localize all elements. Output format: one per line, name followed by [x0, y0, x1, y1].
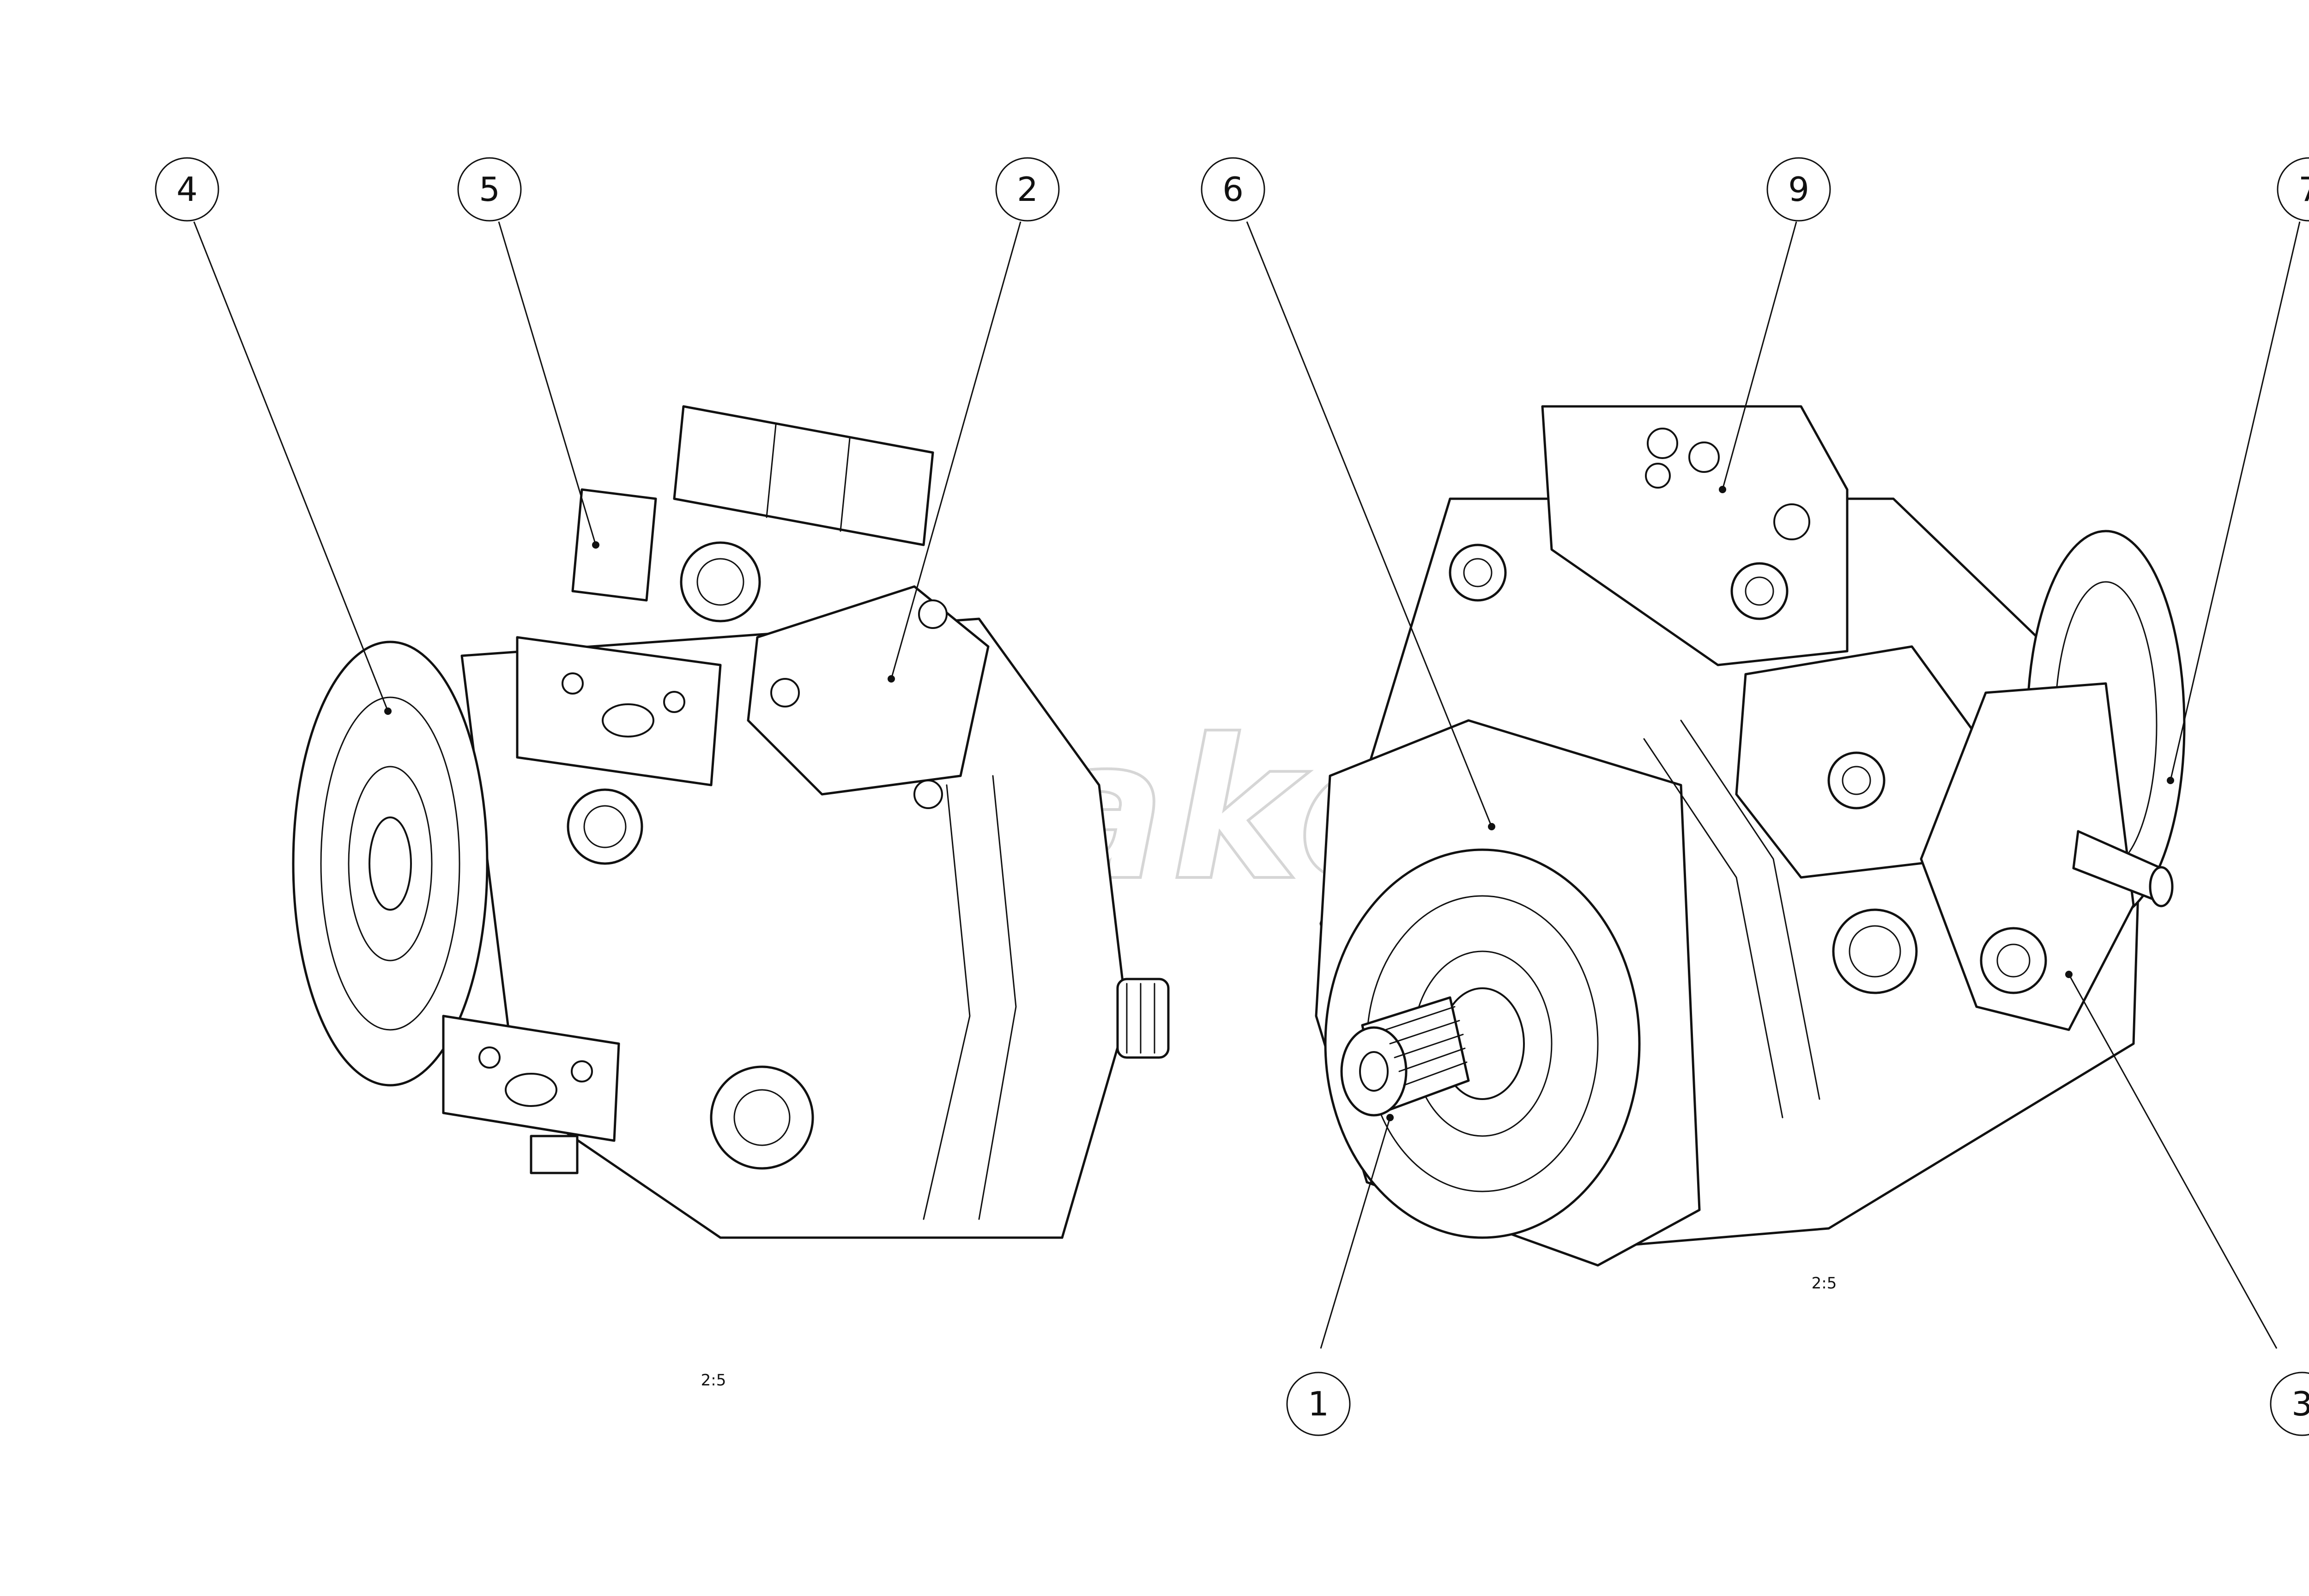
callout-4-label: 4	[176, 170, 198, 209]
scale-label-left: 2:5	[701, 1371, 726, 1390]
callout-7: 7	[2277, 157, 2309, 222]
callout-3-label: 3	[2291, 1384, 2309, 1423]
callout-4: 4	[155, 157, 219, 222]
left-view-pump	[292, 405, 1170, 1239]
leader-4	[193, 221, 389, 712]
callout-9: 9	[1766, 157, 1831, 222]
callout-2-label: 2	[1017, 170, 1038, 209]
callout-5: 5	[457, 157, 522, 222]
leader-3	[2068, 974, 2278, 1349]
leader-9	[1722, 221, 1797, 490]
leader-1	[1320, 1117, 1391, 1349]
leader-lines	[193, 221, 2301, 1349]
leader-6	[1246, 221, 1493, 827]
callout-6-label: 6	[1222, 170, 1244, 209]
callout-5-label: 5	[479, 170, 500, 209]
callout-1-label: 1	[1308, 1384, 1329, 1423]
leader-7	[2170, 221, 2301, 781]
leader-5	[498, 221, 597, 545]
scale-label-right: 2:5	[1812, 1274, 1837, 1293]
callout-1: 1	[1286, 1372, 1351, 1436]
callout-9-label: 9	[1788, 170, 1809, 209]
callout-2: 2	[995, 157, 1060, 222]
callout-6: 6	[1201, 157, 1265, 222]
leader-2	[890, 221, 1022, 679]
right-view-pump	[1315, 405, 2186, 1267]
callout-7-label: 7	[2298, 170, 2309, 209]
callout-3: 3	[2270, 1372, 2309, 1436]
